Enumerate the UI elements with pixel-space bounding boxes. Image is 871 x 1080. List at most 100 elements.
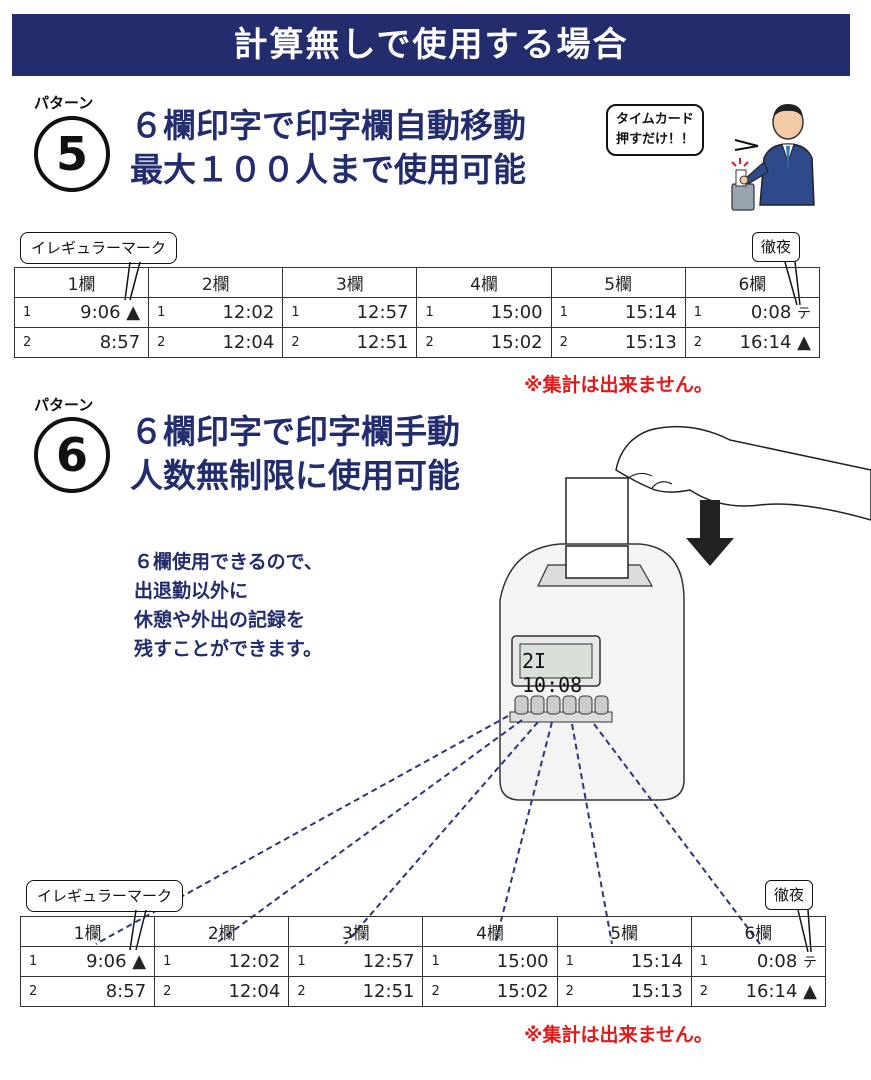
row-index: 1 <box>693 305 703 320</box>
table-cell: 2 16:14 ▲ <box>684 327 821 358</box>
table-cell: 2 8:57 <box>19 976 156 1007</box>
time-value: 12:57 <box>356 302 409 323</box>
pattern-6-headline-2: 人数無制限に使用可能 <box>130 456 460 495</box>
description-line: 休憩や外出の記録を <box>134 609 306 631</box>
time-value: 12:02 <box>222 302 275 323</box>
row-index: 1 <box>157 305 166 320</box>
bubble-line-1: タイムカード <box>616 112 694 127</box>
column-header: 1欄 <box>19 916 156 947</box>
column-header: 3欄 <box>282 267 418 298</box>
column-header: 1欄 <box>13 267 150 298</box>
description-line: ６欄使用できるので、 <box>134 551 323 573</box>
row-index: 2 <box>693 335 703 350</box>
time-value: 12:04 <box>222 332 275 353</box>
row-index: 1 <box>559 305 568 320</box>
table-header-row: 1欄 2欄 3欄 4欄 5欄 6欄 <box>13 267 821 298</box>
row-index: 2 <box>157 335 166 350</box>
time-value: 16:14 ▲ <box>739 332 811 353</box>
row-index: 2 <box>431 984 440 999</box>
time-value: 12:57 <box>362 951 415 972</box>
row-index: 1 <box>163 954 172 969</box>
row-index: 2 <box>565 984 574 999</box>
clock-display: 2I 10:08 <box>522 649 583 697</box>
time-text: 0:08 <box>756 951 798 972</box>
time-text: 0:08 <box>750 302 792 323</box>
pattern-6-warning: ※集計は出来ません。 <box>524 1024 713 1046</box>
overnight-mark: テ <box>797 306 811 322</box>
row-index: 2 <box>29 984 38 999</box>
column-header: 5欄 <box>556 916 692 947</box>
time-value: 15:00 <box>490 302 543 323</box>
table-cell: 1 15:00 <box>416 297 552 328</box>
row-index: 1 <box>425 305 434 320</box>
row-index: 2 <box>163 984 172 999</box>
pattern-5-headline-2: 最大１００人まで使用可能 <box>130 150 526 189</box>
time-value: 12:51 <box>356 332 409 353</box>
table-cell: 2 15:13 <box>556 976 692 1007</box>
irregular-mark-callout: イレギュラーマーク <box>20 232 178 264</box>
table-cell: 1 15:00 <box>422 946 558 977</box>
row-index: 1 <box>23 305 32 320</box>
pattern-6-headline-1: ６欄印字で印字欄手動 <box>130 412 460 451</box>
time-value: 8:57 <box>105 981 147 1002</box>
overnight-callout: 徹夜 <box>752 232 801 262</box>
column-header: 6欄 <box>690 916 827 947</box>
column-header: 6欄 <box>684 267 821 298</box>
time-value: 12:04 <box>228 981 281 1002</box>
pattern-5-warning: ※集計は出来ません。 <box>524 374 713 396</box>
pattern-6-label: パターン <box>34 396 94 414</box>
time-value: 12:02 <box>228 951 281 972</box>
row-index: 1 <box>565 954 574 969</box>
time-value: 15:02 <box>496 981 549 1002</box>
table-cell: 2 15:02 <box>422 976 558 1007</box>
pattern-5-label: パターン <box>34 94 94 112</box>
table-cell: 1 15:14 <box>556 946 692 977</box>
row-index: 2 <box>23 335 32 350</box>
row-index: 1 <box>29 954 38 969</box>
column-header: 2欄 <box>148 267 284 298</box>
time-value: 16:14 ▲ <box>745 981 817 1002</box>
irregular-mark-callout: イレギュラーマーク <box>26 880 184 912</box>
time-value: 8:57 <box>99 332 141 353</box>
row-index: 1 <box>699 954 709 969</box>
table-cell: 2 12:51 <box>282 327 418 358</box>
pattern-6-description: ６欄使用できるので、 出退勤以外に 休憩や外出の記録を 残すことができます。 <box>134 548 323 664</box>
time-value: 0:08 テ <box>757 951 817 972</box>
time-value: 15:13 <box>630 981 683 1002</box>
pattern-5-headline-1: ６欄印字で印字欄自動移動 <box>130 106 526 145</box>
row-index: 2 <box>559 335 568 350</box>
bubble-line-2: 押すだけ！！ <box>616 132 695 147</box>
table-header-row: 1欄 2欄 3欄 4欄 5欄 6欄 <box>19 916 827 947</box>
row-index: 2 <box>297 984 306 999</box>
description-line: 残すことができます。 <box>134 638 323 660</box>
column-header: 5欄 <box>550 267 686 298</box>
time-value: 15:00 <box>496 951 549 972</box>
row-index: 1 <box>431 954 440 969</box>
description-line: 出退勤以外に <box>134 580 249 602</box>
table-cell: 1 12:57 <box>282 297 418 328</box>
table-cell: 1 12:02 <box>154 946 290 977</box>
time-value: 15:14 <box>630 951 683 972</box>
column-header: 3欄 <box>288 916 424 947</box>
row-index: 2 <box>425 335 434 350</box>
row-index: 2 <box>291 335 300 350</box>
row-index: 1 <box>291 305 300 320</box>
row-index: 1 <box>297 954 306 969</box>
table-cell: 2 12:04 <box>154 976 290 1007</box>
table-cell: 1 12:02 <box>148 297 284 328</box>
pattern-5-number: 5 <box>34 116 110 192</box>
overnight-callout: 徹夜 <box>765 880 814 910</box>
